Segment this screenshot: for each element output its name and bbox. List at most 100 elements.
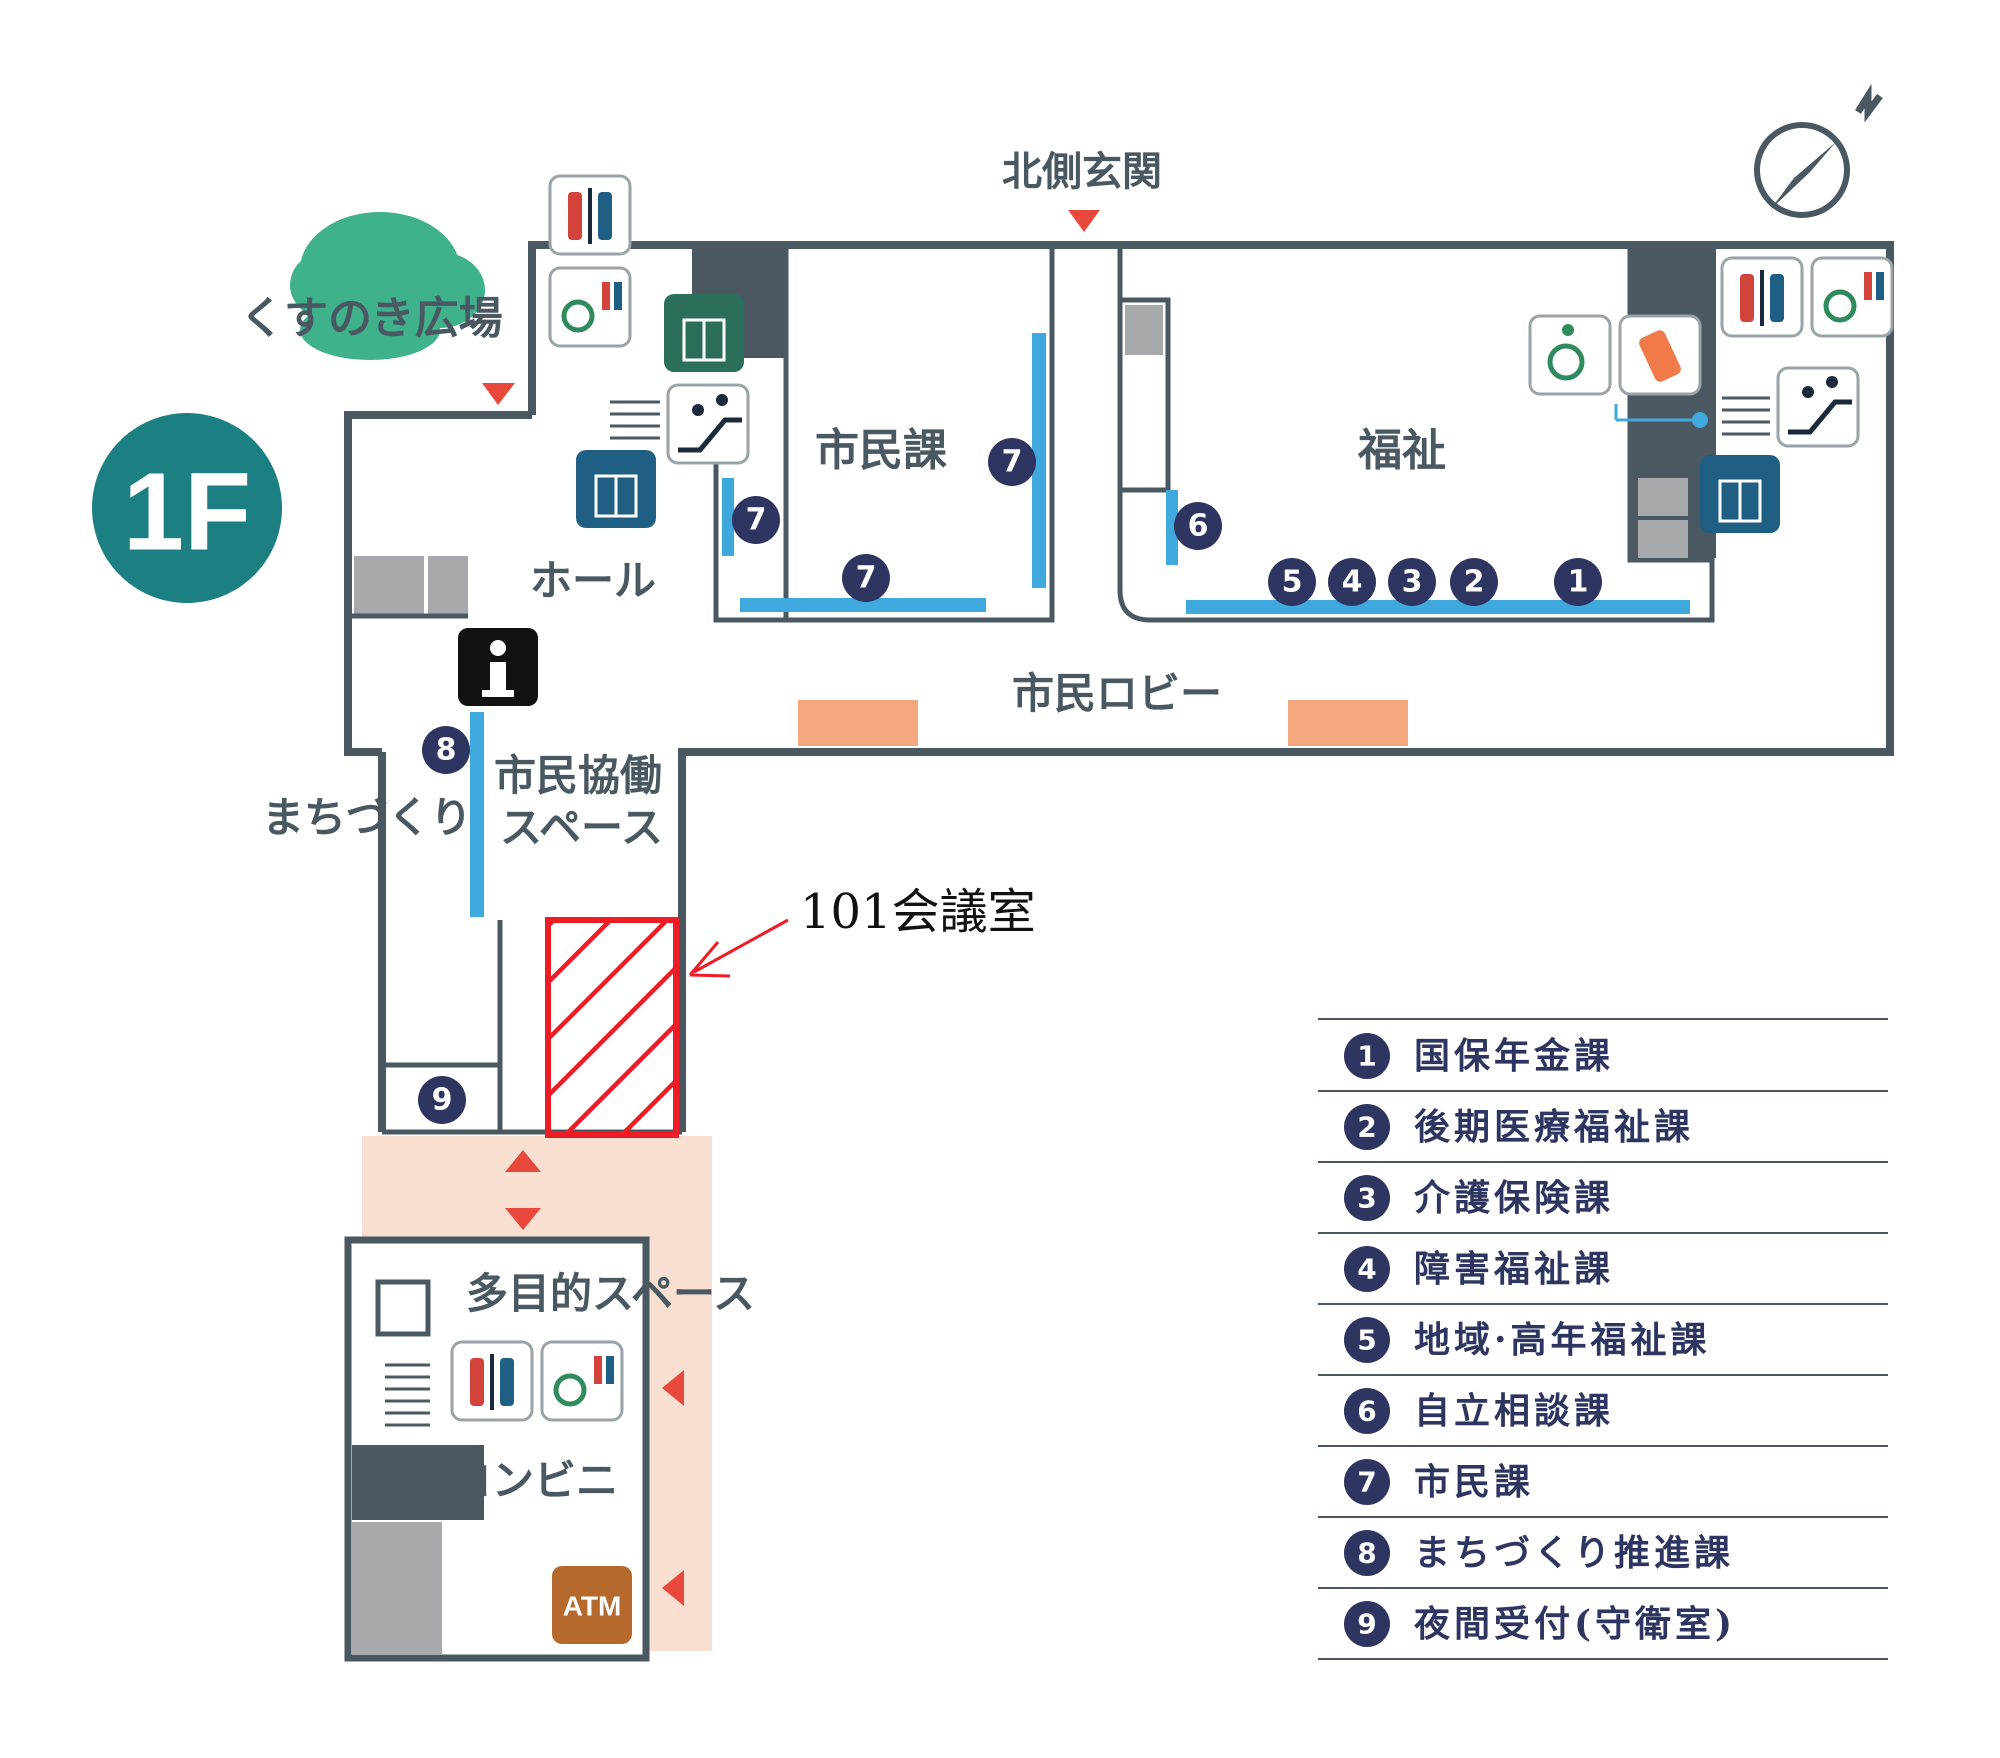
baby-bottle-icon bbox=[1618, 314, 1702, 396]
legend-row: 1 国保年金課 bbox=[1318, 1033, 1888, 1092]
kyodo-label-1: 市民協働 bbox=[494, 751, 662, 800]
marker-number: 9 bbox=[432, 1083, 453, 1118]
meeting-room-101[interactable] bbox=[545, 917, 679, 1138]
baby-room-dot bbox=[1692, 412, 1708, 428]
callout-arrow bbox=[688, 918, 789, 978]
counter-machizukuri bbox=[470, 712, 484, 917]
marker-number: 2 bbox=[1464, 565, 1485, 600]
marker-4: 4 bbox=[1328, 558, 1376, 606]
arrow-up bbox=[505, 1150, 541, 1172]
marker-number: 6 bbox=[1188, 509, 1209, 544]
entrance-arrow-plaza bbox=[482, 383, 515, 405]
core-fill-fukushi bbox=[1125, 305, 1163, 355]
marker-3: 3 bbox=[1388, 558, 1436, 606]
marker-1: 1 bbox=[1554, 558, 1602, 606]
marker-number: 8 bbox=[436, 733, 457, 768]
marker-number: 3 bbox=[1402, 565, 1423, 600]
hall-pillar-right bbox=[428, 556, 468, 616]
wheelchair-icon bbox=[1528, 314, 1612, 396]
counter-fukushi-left bbox=[1166, 490, 1178, 565]
core-fill-right-1 bbox=[1638, 478, 1688, 516]
compass-label: N bbox=[0, 0, 1, 1]
arrow-left-1 bbox=[662, 1370, 684, 1406]
marker-7c: 7 bbox=[842, 554, 890, 602]
building-walls bbox=[344, 241, 1894, 1132]
compass-icon: N bbox=[0, 0, 1883, 218]
dark-core bbox=[352, 1445, 484, 1520]
counter-shimin-bottom bbox=[740, 598, 986, 612]
legend-number: 7 bbox=[1357, 1466, 1376, 1499]
marker-number: 1 bbox=[1568, 565, 1589, 600]
kyodo-label-2: スペース bbox=[500, 803, 663, 852]
marker-6: 6 bbox=[1174, 502, 1222, 550]
legend-row: 8 まちづくり推進課 bbox=[1318, 1530, 1888, 1589]
escalator-icon bbox=[1776, 366, 1860, 448]
tree-icon bbox=[290, 212, 485, 360]
elevator-icon bbox=[664, 294, 744, 372]
multipurpose-label: 多目的スペース bbox=[466, 1269, 755, 1318]
legend-row: 2 後期医療福祉課 bbox=[1318, 1104, 1888, 1163]
legend-label: 障害福祉課 bbox=[1414, 1248, 1614, 1290]
legend-number: 5 bbox=[1357, 1324, 1376, 1357]
counter-fukushi-bottom bbox=[1186, 600, 1690, 614]
restroom-icon bbox=[1720, 256, 1804, 338]
legend-label: 夜間受付(守衛室) bbox=[1413, 1603, 1736, 1645]
marker-number: 4 bbox=[1342, 565, 1363, 600]
legend-number: 1 bbox=[1357, 1040, 1376, 1073]
legend-number: 4 bbox=[1357, 1253, 1376, 1286]
convenience-label: コンビニ bbox=[450, 1456, 618, 1505]
hall-pillar-left bbox=[354, 556, 424, 616]
legend: 1 国保年金課 2 後期医療福祉課 3 介護保険課 4 障害福祉課 5 地域·高… bbox=[1318, 1018, 1888, 1660]
lobby-label: 市民ロビー bbox=[1012, 669, 1222, 718]
legend-row: 7 市民課 bbox=[1318, 1459, 1888, 1518]
legend-number: 3 bbox=[1357, 1182, 1376, 1215]
legend-label: 介護保険課 bbox=[1414, 1177, 1614, 1219]
shimin-ka-label: 市民課 bbox=[815, 425, 947, 476]
legend-row: 4 障害福祉課 bbox=[1318, 1246, 1888, 1305]
atm-label: ATM bbox=[563, 1591, 622, 1622]
restroom-icon bbox=[450, 1340, 534, 1422]
core-block-fukushi bbox=[1117, 297, 1171, 493]
machizukuri-label: まちづくり bbox=[262, 793, 472, 842]
counter-shimin-right bbox=[1032, 333, 1046, 588]
escalator-stairs-right bbox=[1722, 396, 1770, 436]
meeting-room-label: 101会議室 bbox=[800, 884, 1036, 940]
lobby-bench-right bbox=[1288, 700, 1408, 746]
marker-number: 7 bbox=[856, 561, 877, 596]
escalator-icon bbox=[666, 383, 750, 465]
information-icon bbox=[458, 628, 538, 706]
accessible-restroom-icon bbox=[540, 1340, 624, 1422]
fukushi-room bbox=[1117, 248, 1715, 623]
elevator-icon bbox=[576, 450, 656, 528]
legend-label: 地域·高年福祉課 bbox=[1414, 1319, 1711, 1361]
atm-icon: ATM bbox=[552, 1566, 632, 1644]
north-entrance-label: 北側玄関 bbox=[1002, 149, 1162, 195]
legend-label: 国保年金課 bbox=[1414, 1035, 1614, 1077]
legend-number: 6 bbox=[1357, 1395, 1376, 1428]
fukushi-label: 福祉 bbox=[1357, 425, 1446, 476]
arrow-left-2 bbox=[662, 1570, 684, 1606]
lobby-bench-left bbox=[798, 700, 918, 746]
accessible-restroom-icon bbox=[548, 266, 632, 348]
marker-7b: 7 bbox=[732, 496, 780, 544]
legend-label: 市民課 bbox=[1414, 1461, 1534, 1503]
marker-number: 5 bbox=[1282, 565, 1303, 600]
marker-2: 2 bbox=[1450, 558, 1498, 606]
legend-row: 6 自立相談課 bbox=[1318, 1388, 1888, 1447]
hall-label: ホール bbox=[530, 556, 656, 605]
storage-grey bbox=[352, 1522, 442, 1655]
legend-row: 3 介護保険課 bbox=[1318, 1175, 1888, 1234]
elevator-icon bbox=[1700, 455, 1780, 533]
legend-number: 8 bbox=[1357, 1537, 1376, 1570]
marker-8: 8 bbox=[422, 726, 470, 774]
core-fill-right-2 bbox=[1638, 520, 1688, 558]
legend-row: 9 夜間受付(守衛室) bbox=[1318, 1601, 1888, 1660]
legend-row: 5 地域·高年福祉課 bbox=[1318, 1317, 1888, 1376]
marker-5: 5 bbox=[1268, 558, 1316, 606]
arrow-down bbox=[505, 1208, 541, 1230]
entrance-arrow-north bbox=[1068, 210, 1100, 232]
stair-void bbox=[375, 1279, 431, 1337]
legend-number: 2 bbox=[1357, 1111, 1376, 1144]
counter-shimin-left bbox=[722, 478, 734, 556]
